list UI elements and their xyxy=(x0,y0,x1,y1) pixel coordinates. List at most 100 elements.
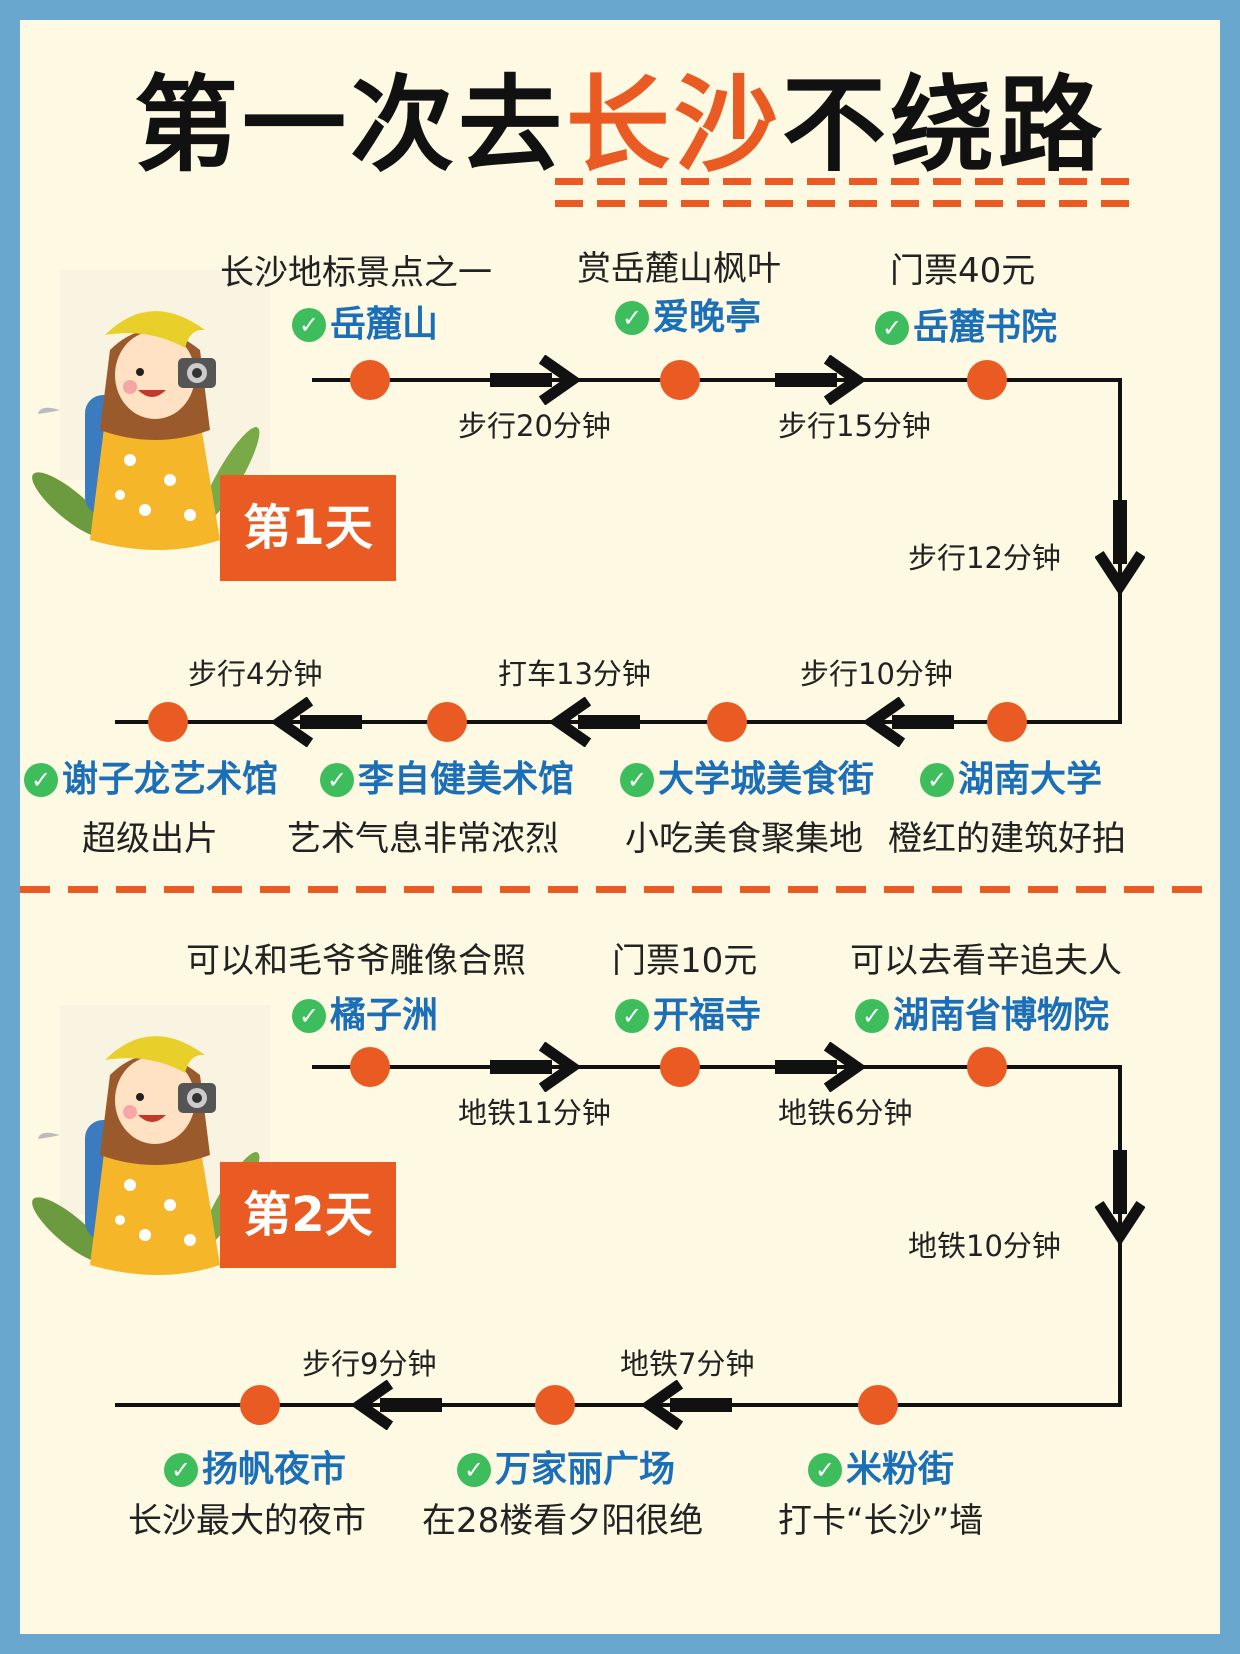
stop-name: ✓爱晚亭 xyxy=(615,296,761,340)
stop-dot xyxy=(660,1047,700,1087)
stop-note: 门票40元 xyxy=(890,251,1036,291)
stop-name: ✓米粉街 xyxy=(808,1448,954,1492)
stop-name-text: 米粉街 xyxy=(846,1449,955,1490)
stop-name-text: 李自健美术馆 xyxy=(358,759,575,800)
stop-note: 可以去看辛追夫人 xyxy=(850,941,1122,981)
check-icon: ✓ xyxy=(292,999,326,1033)
arrow-left-icon xyxy=(640,1380,732,1430)
infographic-page: 第一次去长沙不绕路 第1天 长沙地标景点之一 赏岳麓山枫叶 门票40元 ✓ xyxy=(20,20,1220,1634)
stop-note: 打卡“长沙”墙 xyxy=(778,1501,984,1541)
stop-dot xyxy=(535,1385,575,1425)
arrow-down-icon xyxy=(1095,1150,1145,1245)
check-icon: ✓ xyxy=(615,301,649,335)
check-icon: ✓ xyxy=(457,1453,491,1487)
stop-name: ✓开福寺 xyxy=(615,994,761,1038)
transit-label: 步行12分钟 xyxy=(908,541,1061,575)
stop-dot xyxy=(350,1047,390,1087)
title-underline-top xyxy=(555,178,1130,185)
day2-route-bottom xyxy=(115,1403,1122,1407)
transit-label: 打车13分钟 xyxy=(498,657,651,691)
stop-dot xyxy=(967,360,1007,400)
check-icon: ✓ xyxy=(855,999,889,1033)
stop-dot xyxy=(858,1385,898,1425)
stop-dot xyxy=(660,360,700,400)
arrow-left-icon xyxy=(862,697,954,747)
stop-name-text: 岳麓山 xyxy=(330,304,439,345)
check-icon: ✓ xyxy=(875,311,909,345)
check-icon: ✓ xyxy=(808,1453,842,1487)
check-icon: ✓ xyxy=(920,763,954,797)
arrow-right-icon xyxy=(490,1042,582,1092)
page-title: 第一次去长沙不绕路 xyxy=(20,60,1220,190)
stop-note: 长沙地标景点之一 xyxy=(220,253,492,293)
stop-dot xyxy=(240,1385,280,1425)
stop-name-text: 湖南大学 xyxy=(958,759,1103,800)
stop-name: ✓谢子龙艺术馆 xyxy=(24,758,278,802)
check-icon: ✓ xyxy=(292,308,326,342)
stop-name: ✓李自健美术馆 xyxy=(320,758,574,802)
transit-label: 步行9分钟 xyxy=(302,1347,437,1381)
stop-note: 橙红的建筑好拍 xyxy=(888,819,1126,859)
day1-badge: 第1天 xyxy=(220,475,396,581)
stop-name-text: 万家丽广场 xyxy=(495,1449,676,1490)
stop-name: ✓扬帆夜市 xyxy=(164,1448,346,1492)
stop-name-text: 开福寺 xyxy=(653,995,762,1036)
stop-note: 在28楼看夕阳很绝 xyxy=(422,1501,704,1541)
stop-dot xyxy=(427,702,467,742)
stop-dot xyxy=(350,360,390,400)
stop-note: 超级出片 xyxy=(82,819,218,859)
transit-label: 步行10分钟 xyxy=(800,657,953,691)
stop-name: ✓万家丽广场 xyxy=(457,1448,675,1492)
stop-dot xyxy=(967,1047,1007,1087)
stop-name-text: 橘子洲 xyxy=(330,995,439,1036)
stop-name-text: 爱晚亭 xyxy=(653,297,762,338)
stop-note: 赏岳麓山枫叶 xyxy=(577,249,781,289)
stop-name: ✓橘子洲 xyxy=(292,994,438,1038)
stop-name-text: 岳麓书院 xyxy=(913,307,1058,348)
arrow-right-icon xyxy=(775,355,867,405)
transit-label: 步行4分钟 xyxy=(188,657,323,691)
arrow-left-icon xyxy=(548,697,640,747)
stop-note: 艺术气息非常浓烈 xyxy=(287,819,559,859)
title-suffix: 不绕路 xyxy=(782,64,1107,186)
day2-route-top xyxy=(312,1065,1120,1069)
stop-name: ✓湖南大学 xyxy=(920,758,1102,802)
title-highlight: 长沙 xyxy=(565,64,782,186)
stop-name: ✓岳麓山 xyxy=(292,303,438,347)
arrow-left-icon xyxy=(350,1380,442,1430)
transit-label: 地铁6分钟 xyxy=(778,1096,913,1130)
check-icon: ✓ xyxy=(24,763,58,797)
stop-dot xyxy=(707,702,747,742)
check-icon: ✓ xyxy=(615,999,649,1033)
transit-label: 步行15分钟 xyxy=(778,409,931,443)
transit-label: 地铁7分钟 xyxy=(620,1347,755,1381)
title-underline-bottom xyxy=(555,200,1130,207)
section-divider xyxy=(20,886,1220,893)
arrow-down-icon xyxy=(1095,500,1145,595)
check-icon: ✓ xyxy=(620,763,654,797)
arrow-left-icon xyxy=(270,697,362,747)
stop-name-text: 扬帆夜市 xyxy=(202,1449,347,1490)
stop-name-text: 湖南省博物院 xyxy=(893,995,1110,1036)
stop-name-text: 大学城美食街 xyxy=(658,759,875,800)
stop-dot xyxy=(148,702,188,742)
transit-label: 地铁11分钟 xyxy=(458,1096,611,1130)
stop-dot xyxy=(987,702,1027,742)
stop-note: 可以和毛爷爷雕像合照 xyxy=(186,941,526,981)
title-prefix: 第一次去 xyxy=(133,64,566,186)
stop-note: 长沙最大的夜市 xyxy=(128,1501,366,1541)
stop-name-text: 谢子龙艺术馆 xyxy=(62,759,279,800)
transit-label: 步行20分钟 xyxy=(458,409,611,443)
check-icon: ✓ xyxy=(320,763,354,797)
stop-note: 小吃美食聚集地 xyxy=(625,819,863,859)
stop-name: ✓大学城美食街 xyxy=(620,758,874,802)
arrow-right-icon xyxy=(490,355,582,405)
transit-label: 地铁10分钟 xyxy=(908,1229,1061,1263)
stop-name: ✓岳麓书院 xyxy=(875,306,1057,350)
stop-note: 门票10元 xyxy=(612,941,758,981)
check-icon: ✓ xyxy=(164,1453,198,1487)
arrow-right-icon xyxy=(775,1042,867,1092)
traveler-girl-with-camera-icon xyxy=(32,1036,260,1275)
day1-route-top xyxy=(312,378,1120,382)
stop-name: ✓湖南省博物院 xyxy=(855,994,1109,1038)
